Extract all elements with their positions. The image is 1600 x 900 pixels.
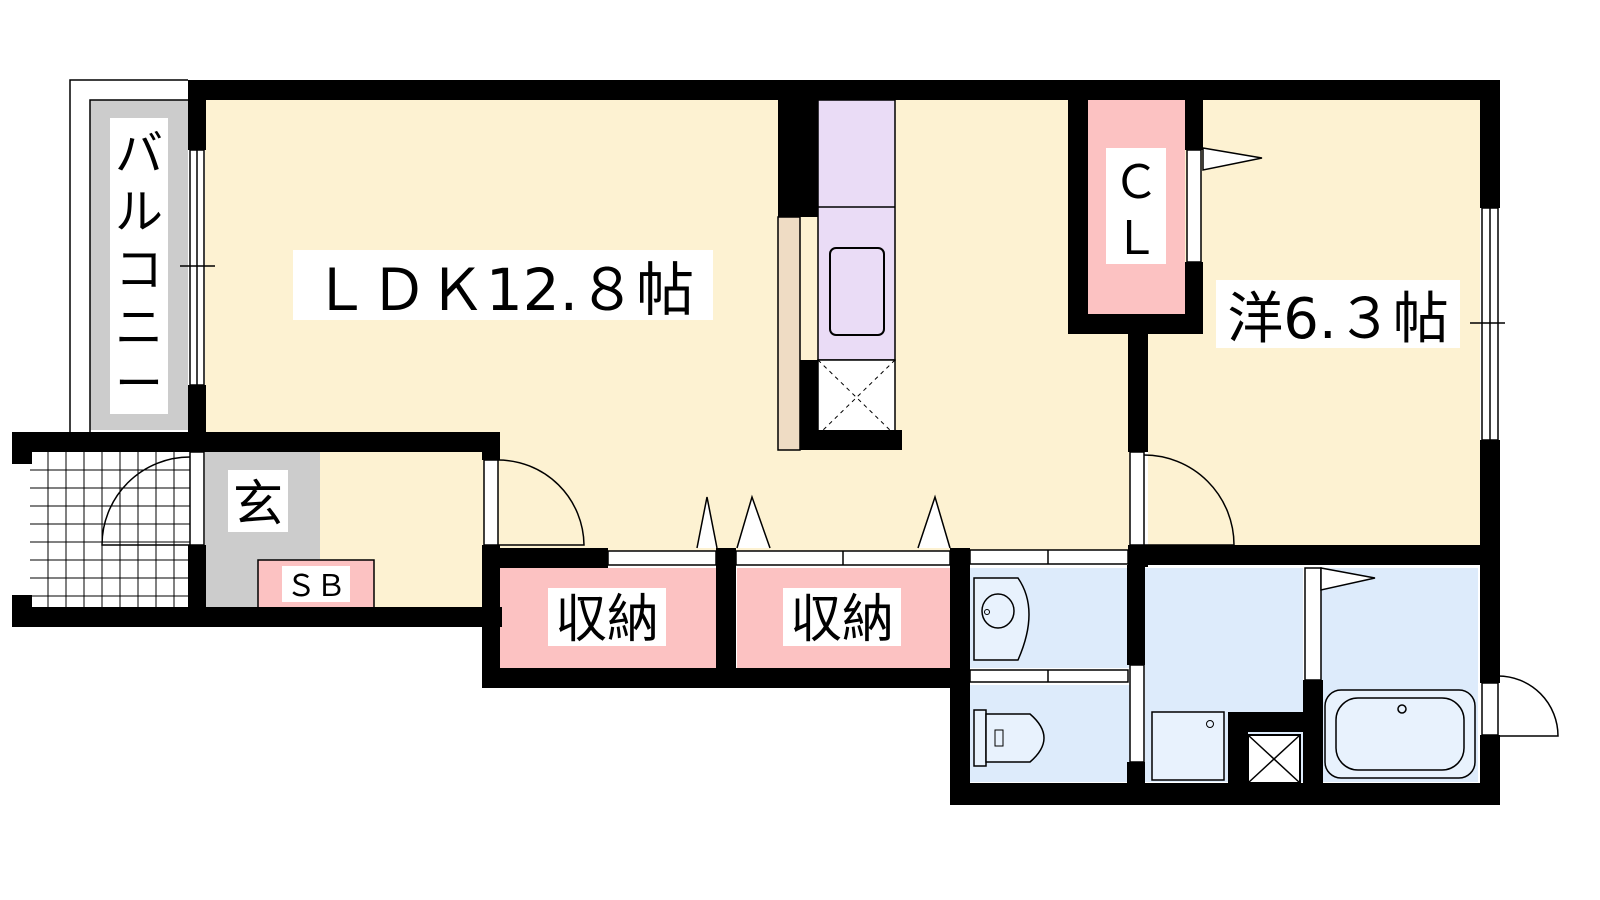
balcony-label-3: コ	[115, 242, 163, 298]
storage-2-label-bg	[783, 588, 901, 646]
washing-machine-pan-icon	[1151, 711, 1225, 781]
balcony-label-2: ル	[115, 184, 163, 240]
porch-tiles	[30, 452, 190, 607]
closet-label-top: Ｃ	[1113, 155, 1159, 209]
western-label: 洋6.３帖	[1227, 287, 1448, 352]
washbasin-icon	[973, 577, 1030, 661]
entrance-label-bg	[228, 470, 288, 532]
pipe-shaft-icon	[1247, 734, 1301, 784]
ldk-label-bg	[293, 250, 713, 320]
balcony-label-5: ー	[115, 356, 163, 412]
storage-1-label-bg	[548, 588, 666, 646]
balcony-outline	[69, 79, 188, 432]
western-label-bg	[1216, 280, 1460, 348]
shoe-box-label: ＳＢ	[286, 570, 346, 603]
ldk-label: ＬＤＫ12.８帖	[312, 256, 694, 324]
closet-label-bg	[1106, 148, 1166, 264]
kitchen-counter	[777, 216, 801, 451]
shoe-box-label-bg	[282, 566, 350, 602]
bathtub-icon	[1324, 689, 1476, 779]
refrigerator-space-icon	[817, 359, 896, 436]
balcony-label-bg	[110, 118, 168, 414]
room-labels: ＬＤＫ12.８帖 洋6.３帖 Ｃ Ｌ バ ル コ ニ ー 玄 ＳＢ 収納 収納	[110, 118, 1460, 650]
entrance-label: 玄	[233, 475, 283, 533]
walls	[12, 80, 1500, 805]
storage-1-label: 収納	[555, 590, 659, 650]
closet-label-bottom: Ｌ	[1113, 211, 1159, 265]
balcony-label-4: ニ	[115, 300, 163, 356]
toilet-icon	[973, 709, 1045, 767]
windows	[180, 149, 1505, 441]
sink-icon	[829, 247, 885, 336]
storage-2-label: 収納	[790, 590, 894, 650]
doors	[101, 147, 1559, 763]
balcony-label-1: バ	[115, 126, 163, 182]
